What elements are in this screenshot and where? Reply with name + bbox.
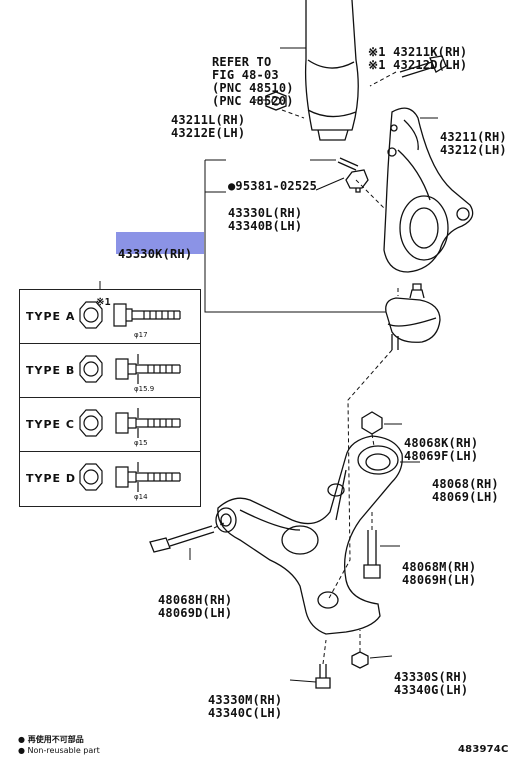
label-43211l[interactable]: 43211L(RH)43212E(LH): [171, 113, 246, 140]
bolt-type-b-icon: [79, 354, 181, 384]
bolt-type-c-icon: [79, 408, 181, 438]
type-row: TYPE B φ15.9: [20, 344, 200, 398]
knuckle-drawing: [383, 107, 474, 273]
type-diameter: φ14: [134, 493, 148, 501]
types-table: TYPE A φ17 TYPE B φ15.9 TYPE C: [19, 289, 201, 507]
type-row: TYPE C φ15: [20, 398, 200, 452]
nut-43211l-drawing: [265, 91, 287, 111]
nut-48068k-drawing: [361, 411, 383, 435]
bolt-type-a-icon: [79, 301, 181, 329]
strut-drawing: [304, 0, 359, 141]
bolt-48068h-drawing: [149, 525, 215, 553]
highlight-43330k[interactable]: [116, 232, 204, 254]
bolt-43211k-drawing: [399, 55, 447, 78]
castle-nut-drawing: [345, 169, 369, 193]
type-name: TYPE D: [26, 472, 77, 485]
cotter-pin-drawing: [337, 157, 359, 171]
type-diameter: φ15.9: [134, 385, 155, 393]
lower-arm-drawing: [215, 435, 403, 635]
label-43330l[interactable]: 43330L(RH)43340B(LH): [228, 206, 303, 233]
note-non-reusable-jp: ● 再使用不可部品: [18, 735, 84, 744]
leader-43330k: [204, 160, 386, 313]
type-name: TYPE A: [26, 310, 76, 323]
label-43330k[interactable]: 43330K(RH): [118, 247, 193, 261]
bolt-43330m-drawing: [315, 664, 331, 689]
label-43211[interactable]: 43211(RH)43212(LH): [440, 130, 507, 157]
label-43211k[interactable]: ※1 43211K(RH)※1 43212D(LH): [368, 45, 468, 72]
type-name: TYPE C: [26, 418, 75, 431]
bolt-48068m-drawing: [363, 530, 381, 579]
leader-43330s: [369, 655, 393, 659]
bolt-type-d-icon: [79, 462, 181, 492]
label-95381[interactable]: ●95381-02525: [228, 179, 318, 193]
type-name: TYPE B: [26, 364, 76, 377]
type-diameter: φ15: [134, 439, 148, 447]
leader-43330m: [289, 679, 317, 683]
nut-43330s-drawing: [351, 651, 369, 669]
types-table-header: ※1: [96, 297, 111, 308]
type-row: TYPE D φ14: [20, 452, 200, 506]
label-43330m[interactable]: 43330M(RH)43340C(LH): [208, 693, 283, 720]
label-48068h[interactable]: 48068H(RH)48069D(LH): [158, 593, 233, 620]
label-43330s[interactable]: 43330S(RH)43340G(LH): [394, 670, 469, 697]
note-non-reusable-en: ● Non-reusable part: [18, 746, 100, 755]
type-diameter: φ17: [134, 331, 148, 339]
label-48068k[interactable]: 48068K(RH)48069F(LH): [404, 436, 479, 463]
ball-joint-drawing: [385, 283, 441, 350]
figure-id: 483974C: [458, 744, 509, 755]
label-48068[interactable]: 48068(RH)48069(LH): [432, 477, 499, 504]
leader-43330l-right: [315, 177, 345, 191]
type-row: TYPE A φ17: [20, 290, 200, 344]
label-48068m[interactable]: 48068M(RH)48069H(LH): [402, 560, 477, 587]
